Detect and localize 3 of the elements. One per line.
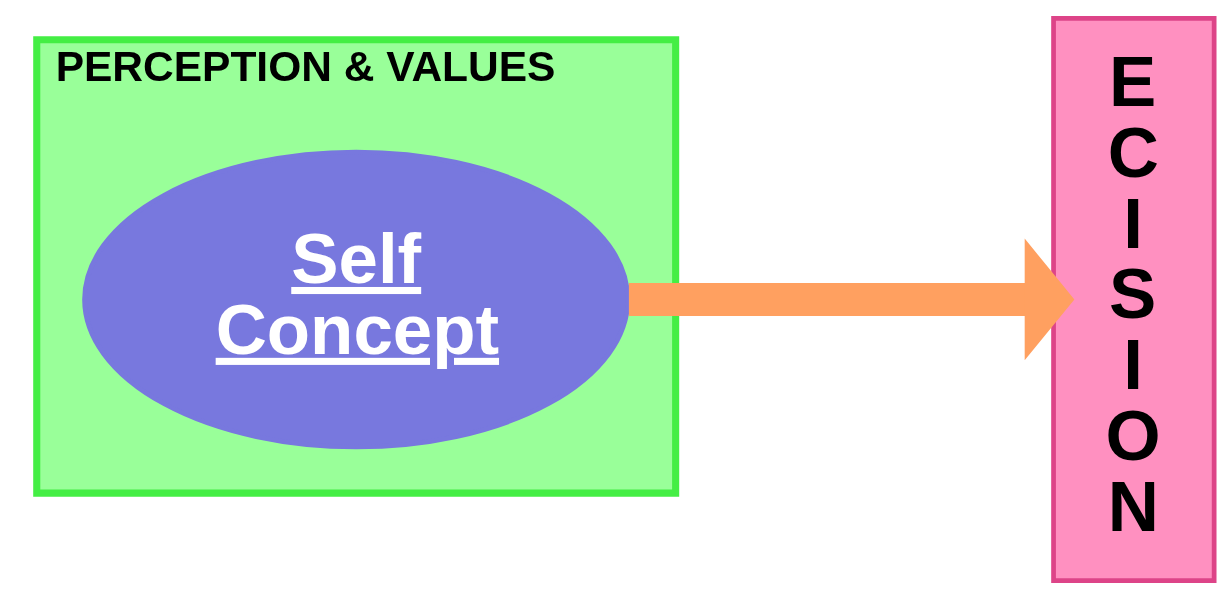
node-ellipse: Self Concept [82,149,631,449]
node-box: E C I S I O N [1051,15,1217,583]
arrow [628,238,1075,360]
